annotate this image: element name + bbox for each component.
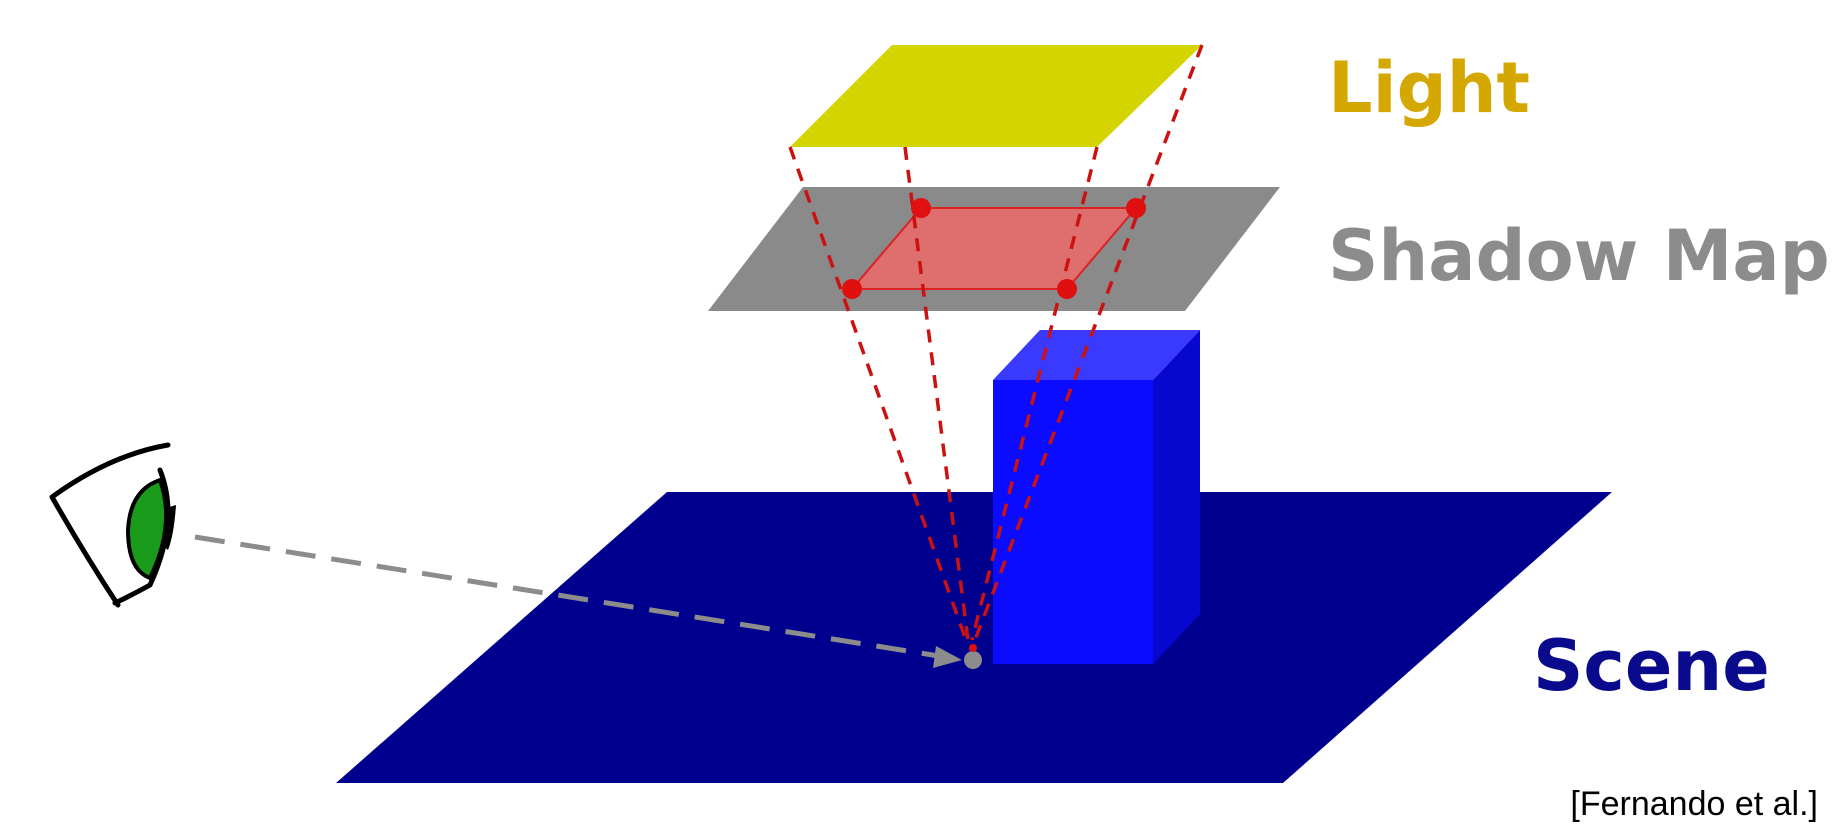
view-ray [194, 534, 946, 660]
shadow-map-label: Shadow Map [1328, 215, 1830, 297]
eye-outline-icon [49, 442, 171, 608]
citation: [Fernando et al.] [1570, 785, 1818, 823]
sample-point [842, 279, 862, 299]
projection-lines [788, 44, 1204, 641]
view-ray-arrowhead [933, 646, 962, 668]
sample-point [1057, 279, 1077, 299]
projection-line [903, 146, 970, 641]
light-label: Light [1328, 47, 1530, 129]
projection-line [973, 44, 1204, 641]
projection-line [788, 146, 968, 641]
eye-icon [49, 442, 176, 608]
scene-plane [336, 492, 1612, 783]
surface-point-highlight [969, 644, 977, 652]
box-top-face [993, 330, 1200, 380]
light-plane [790, 45, 1202, 147]
sample-point [1126, 198, 1146, 218]
box-side-face [1153, 330, 1200, 664]
box-front-face [993, 380, 1153, 664]
sample-point [911, 198, 931, 218]
occluder-box [993, 330, 1200, 664]
shadow-map-samples [842, 198, 1146, 299]
surface-point-marker [964, 651, 982, 669]
scene-label: Scene [1533, 625, 1770, 707]
projection-line [970, 146, 1099, 641]
